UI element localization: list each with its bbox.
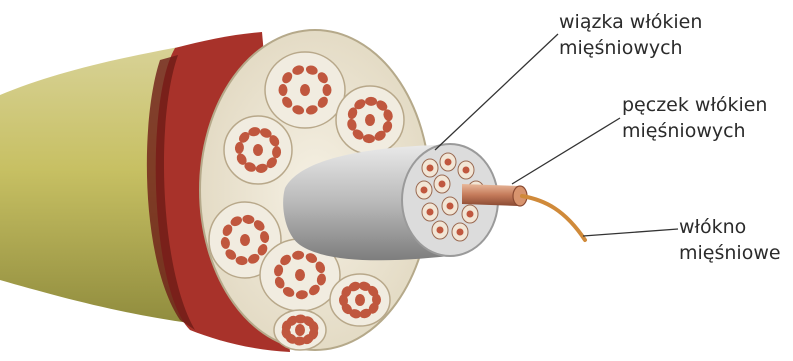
fiber-dot — [427, 209, 434, 216]
fascicle-rod — [462, 184, 520, 206]
fiber-dot — [439, 181, 446, 188]
fiber-cross-section — [240, 234, 250, 246]
fiber-dot — [457, 229, 464, 236]
label-muscle-bundle: wiązka włókien mięśniowych — [559, 9, 702, 61]
label-muscle-fiber-line2: mięśniowe — [679, 240, 781, 266]
label-muscle-bundle-line1: wiązka włókien — [559, 9, 702, 35]
fiber-dot — [437, 227, 444, 234]
fiber-dot — [421, 187, 428, 194]
label-fascicle-line2: mięśniowych — [622, 118, 767, 144]
fiber-cross-section — [365, 114, 375, 126]
fiber-cross-section — [355, 294, 365, 306]
fiber-cross-section — [295, 269, 305, 281]
fiber-cross-section — [295, 324, 305, 336]
label-muscle-fiber: włókno mięśniowe — [679, 214, 781, 266]
leader-line-fascicle — [512, 118, 620, 184]
label-fascicle: pęczek włókien mięśniowych — [622, 92, 767, 144]
fiber-dot — [463, 167, 470, 174]
fiber-dot — [445, 159, 452, 166]
label-muscle-fiber-line1: włókno — [679, 214, 781, 240]
fiber-dot — [467, 211, 474, 218]
muscle-fiber — [522, 196, 585, 240]
fiber-cross-section — [253, 144, 263, 156]
label-fascicle-line1: pęczek włókien — [622, 92, 767, 118]
label-muscle-bundle-line2: mięśniowych — [559, 35, 702, 61]
fiber-dot — [427, 165, 434, 172]
leader-line-bundle — [435, 34, 558, 150]
fiber-cross-section — [300, 84, 310, 96]
fiber-cross-section — [323, 84, 332, 96]
leader-line-fiber — [583, 229, 678, 236]
fiber-dot — [447, 203, 454, 210]
